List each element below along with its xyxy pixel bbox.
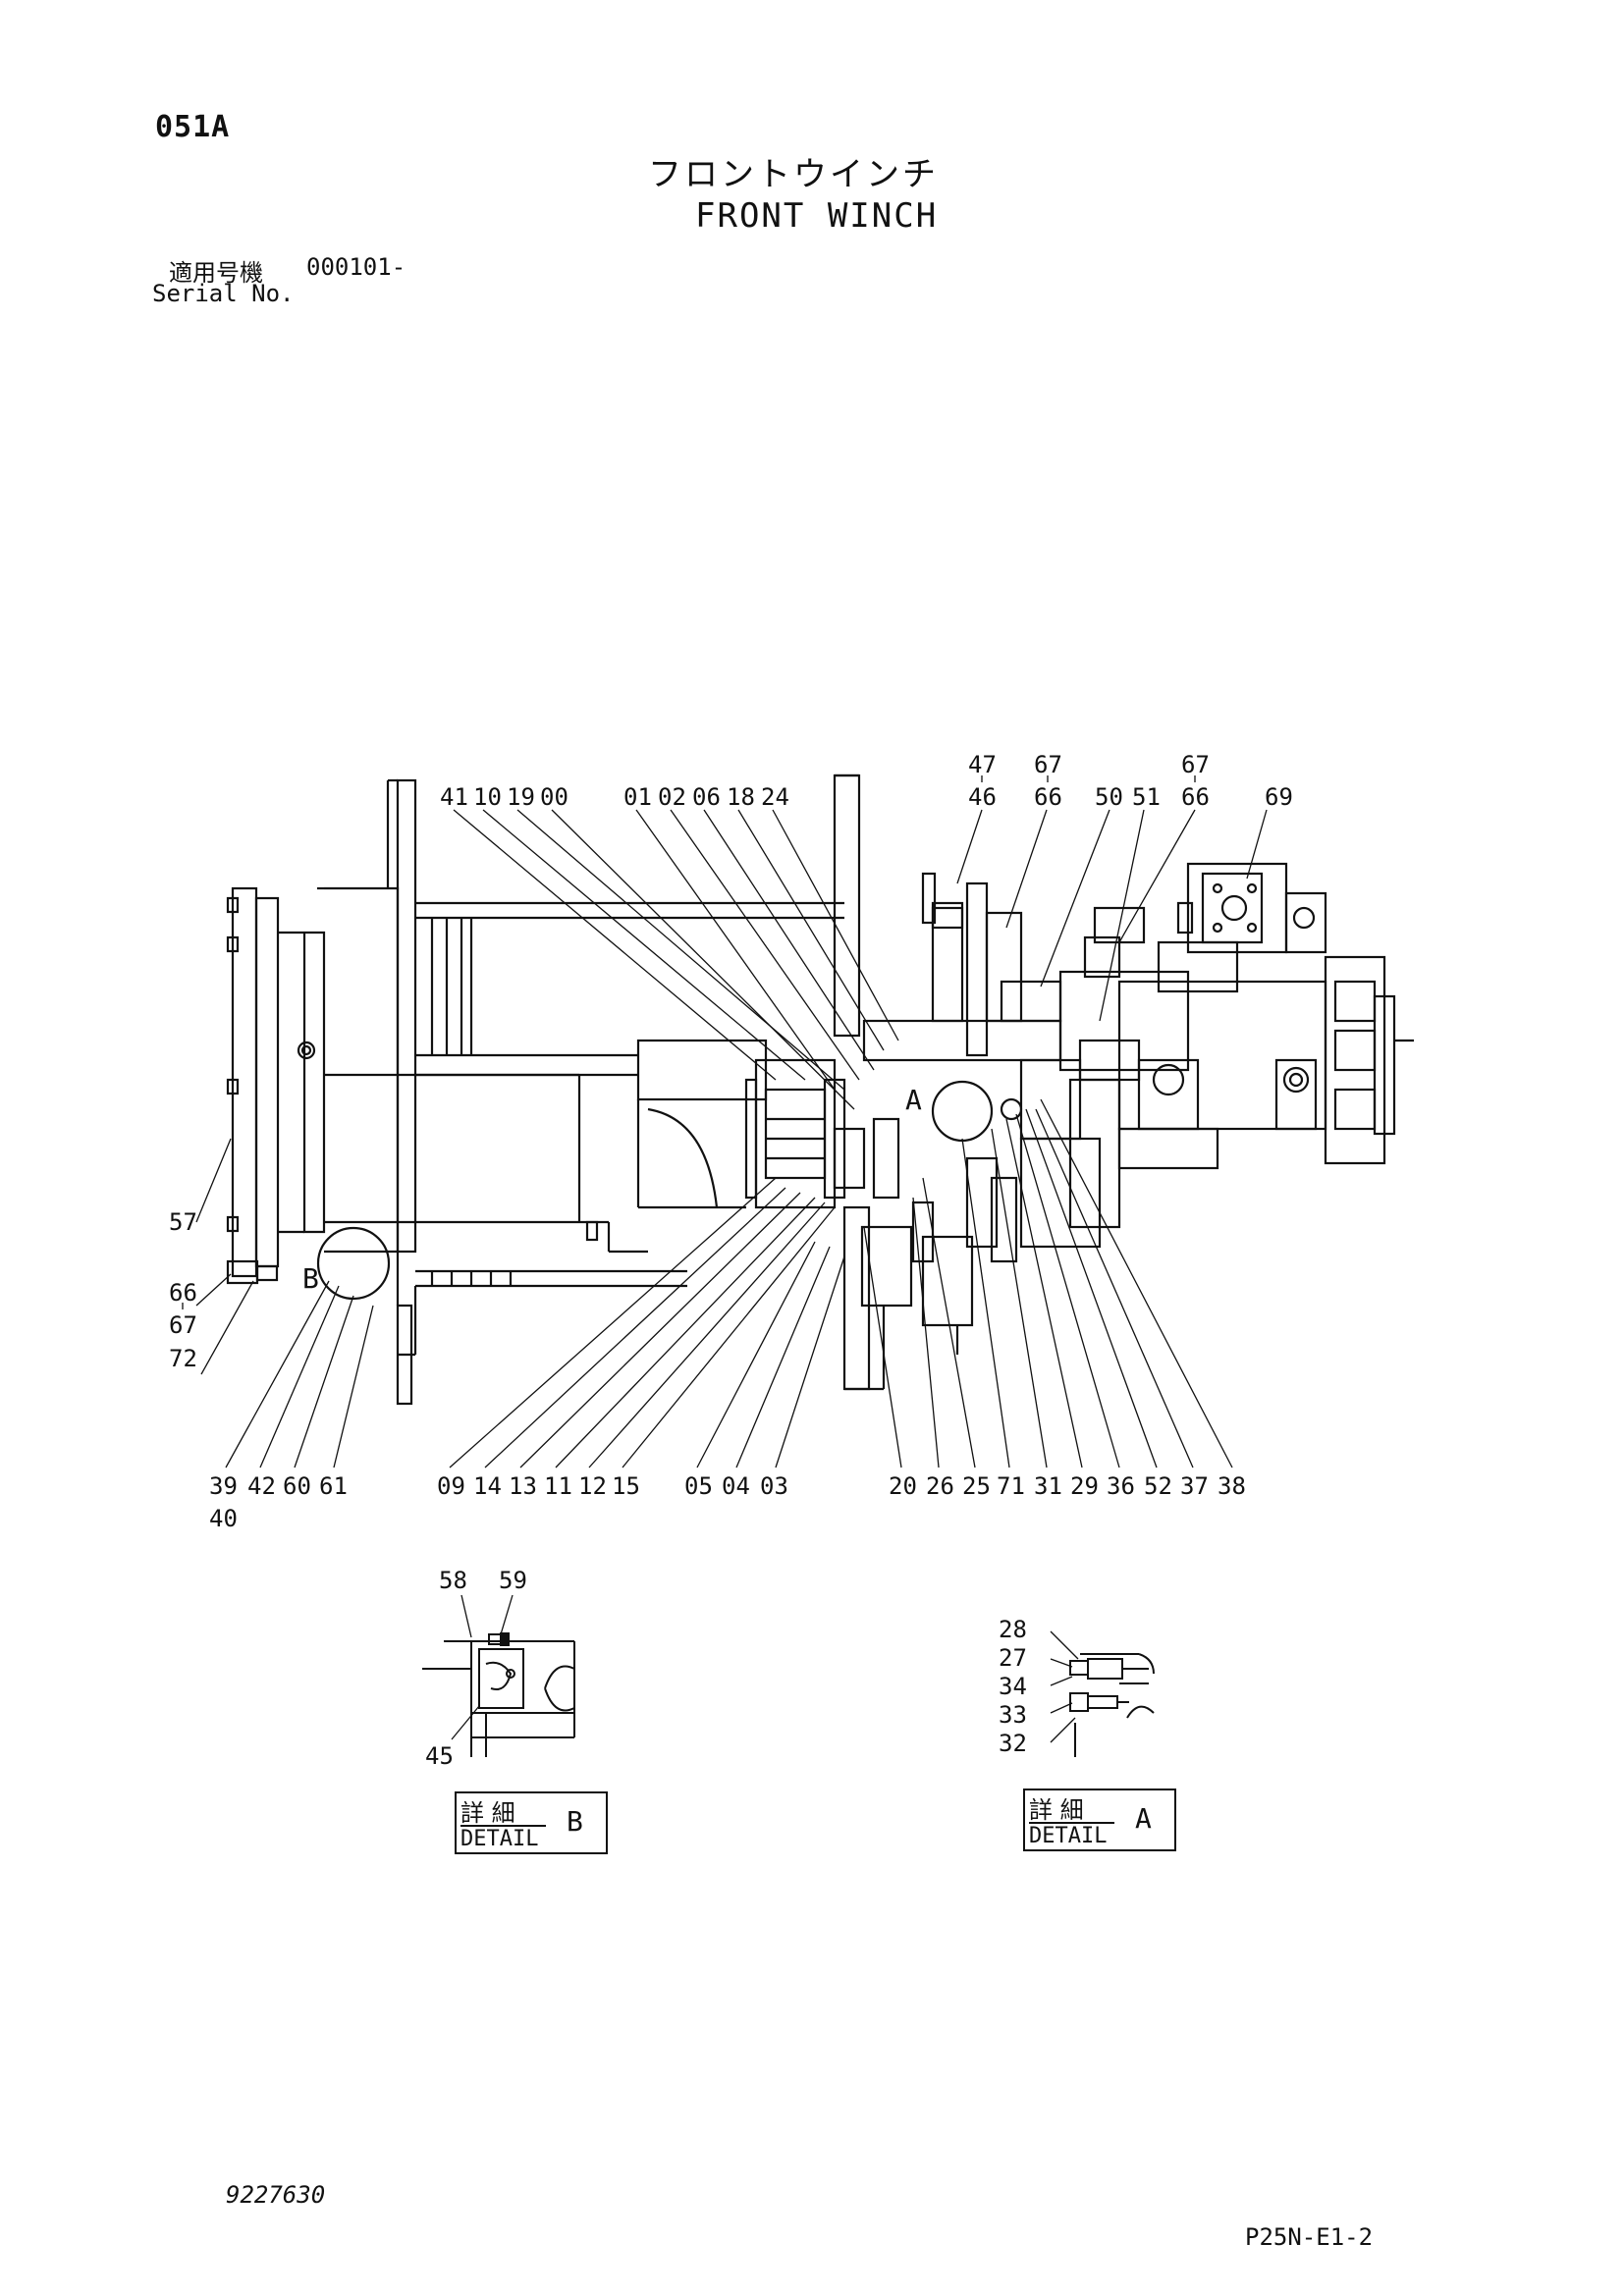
callout-10: 10 xyxy=(473,783,502,811)
callout-20: 20 xyxy=(889,1472,917,1500)
callout-60: 60 xyxy=(283,1472,311,1500)
page-reference: P25N-E1-2 xyxy=(1245,2223,1374,2251)
detail-b-label-box: 詳 細 DETAIL B xyxy=(455,1791,608,1854)
callout-19: 19 xyxy=(507,783,535,811)
page-code: 051A xyxy=(155,110,231,144)
detail-a-callout-32: 32 xyxy=(999,1730,1027,1757)
detail-a-label-box: 詳 細 DETAIL A xyxy=(1023,1789,1176,1851)
callout-14: 14 xyxy=(473,1472,502,1500)
callout-38: 38 xyxy=(1218,1472,1246,1500)
detail-a-label-jp: 詳 細 xyxy=(1029,1796,1084,1824)
callout-41: 41 xyxy=(440,783,468,811)
detail-b-letter: B xyxy=(567,1805,583,1838)
detail-a-callout-33: 33 xyxy=(999,1701,1027,1729)
callout-24: 24 xyxy=(761,783,789,811)
callout-40: 40 xyxy=(209,1505,238,1532)
callout-09: 09 xyxy=(437,1472,465,1500)
detail-b-label-en: DETAIL xyxy=(460,1825,547,1851)
detail-b-callout-59: 59 xyxy=(499,1567,527,1594)
callout-13: 13 xyxy=(509,1472,537,1500)
callout-50: 50 xyxy=(1095,783,1123,811)
callout-67b: 67 xyxy=(1181,751,1210,778)
callouts-top: 41 10 19 00 01 02 06 18 24 47 46 67 66 5… xyxy=(440,751,1293,811)
callout-57: 57 xyxy=(169,1208,197,1236)
callouts-bottom: 39 40 42 60 61 09 14 13 11 12 15 05 04 0… xyxy=(209,1472,1246,1532)
callout-11: 11 xyxy=(544,1472,572,1500)
callout-05: 05 xyxy=(684,1472,713,1500)
callout-36: 36 xyxy=(1107,1472,1135,1500)
callout-01: 01 xyxy=(623,783,652,811)
title-japanese: フロントウインチ xyxy=(648,155,939,194)
callout-26: 26 xyxy=(926,1472,954,1500)
callout-03: 03 xyxy=(760,1472,788,1500)
detail-b-callout-45: 45 xyxy=(425,1742,454,1770)
callout-61: 61 xyxy=(319,1472,348,1500)
callout-66-left: 66 xyxy=(169,1279,197,1307)
callout-37: 37 xyxy=(1180,1472,1209,1500)
callout-15: 15 xyxy=(612,1472,640,1500)
callout-67: 67 xyxy=(1034,751,1062,778)
callout-46: 46 xyxy=(968,783,997,811)
detail-b-callout-58: 58 xyxy=(439,1567,467,1594)
callout-18: 18 xyxy=(727,783,755,811)
serial-label-japanese: 適用号機 xyxy=(169,259,263,287)
callout-39: 39 xyxy=(209,1472,238,1500)
callout-06: 06 xyxy=(692,783,721,811)
detail-a-callout-28: 28 xyxy=(999,1616,1027,1643)
document-number: 9227630 xyxy=(226,2181,326,2209)
callout-47: 47 xyxy=(968,751,997,778)
callout-00: 00 xyxy=(540,783,568,811)
section-marker-b: B xyxy=(302,1262,319,1295)
detail-a-label-en: DETAIL xyxy=(1029,1822,1115,1848)
callout-52: 52 xyxy=(1144,1472,1172,1500)
detail-a-section-circle xyxy=(931,1080,994,1143)
detail-b-section-circle xyxy=(316,1226,391,1301)
section-marker-a: A xyxy=(905,1084,922,1116)
callout-67-left: 67 xyxy=(169,1311,197,1339)
callout-69: 69 xyxy=(1265,783,1293,811)
detail-b-label-jp: 詳 細 xyxy=(460,1799,515,1827)
callout-31: 31 xyxy=(1034,1472,1062,1500)
callout-66: 66 xyxy=(1034,783,1062,811)
callout-04: 04 xyxy=(722,1472,750,1500)
serial-value: 000101- xyxy=(306,253,406,281)
callout-51: 51 xyxy=(1132,783,1161,811)
callout-29: 29 xyxy=(1070,1472,1099,1500)
callout-71: 71 xyxy=(997,1472,1025,1500)
title-english: FRONT WINCH xyxy=(695,196,939,236)
detail-b-drawing xyxy=(422,1632,575,1757)
callout-42: 42 xyxy=(247,1472,276,1500)
callouts-left: 57 66 67 72 xyxy=(169,1208,197,1372)
detail-a-callout-27: 27 xyxy=(999,1644,1027,1672)
detail-a-letter: A xyxy=(1135,1802,1152,1835)
serial-label-english: Serial No. xyxy=(152,280,295,307)
callout-25: 25 xyxy=(962,1472,991,1500)
callout-02: 02 xyxy=(658,783,686,811)
callout-72: 72 xyxy=(169,1345,197,1372)
detail-a-drawing xyxy=(1069,1653,1155,1757)
callout-12: 12 xyxy=(578,1472,607,1500)
detail-a-callout-34: 34 xyxy=(999,1673,1027,1700)
callout-66b: 66 xyxy=(1181,783,1210,811)
